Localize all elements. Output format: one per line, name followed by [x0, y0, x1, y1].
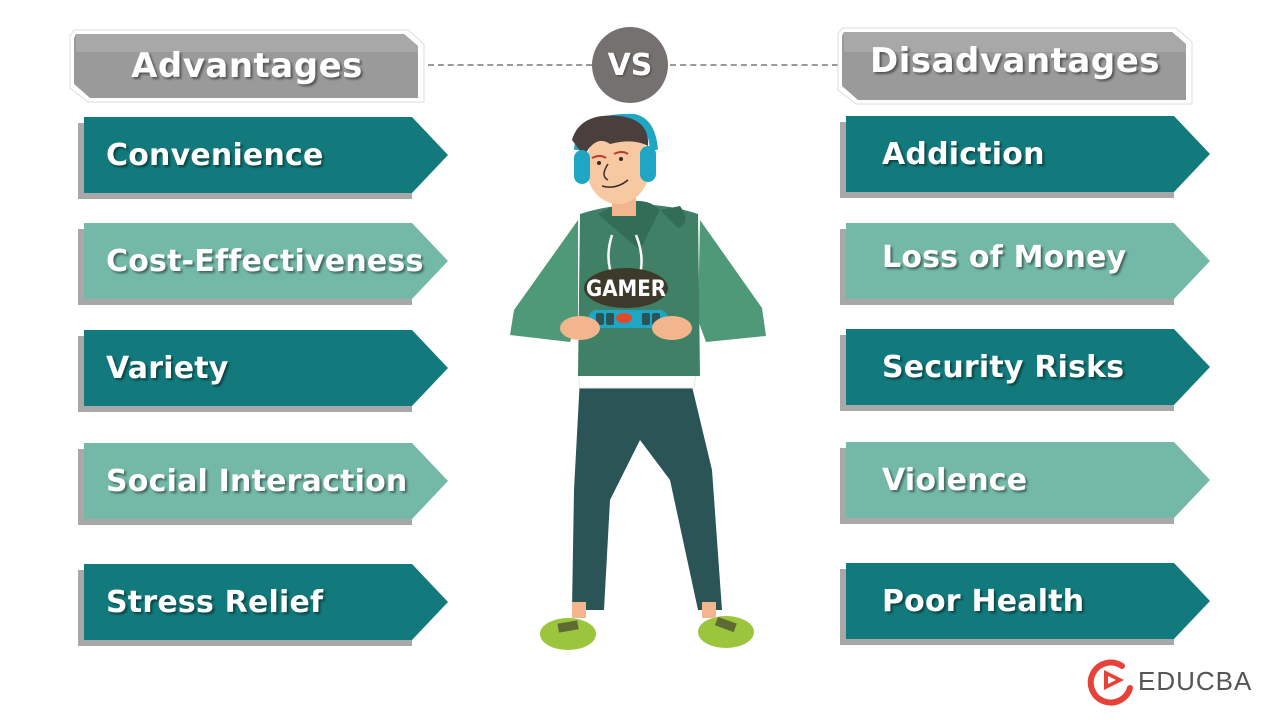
arrow-shape [78, 223, 448, 305]
disadvantage-label: Poor Health [882, 583, 1085, 619]
arrow-shape [78, 564, 448, 646]
disadvantage-label: Addiction [882, 136, 1045, 172]
educba-logo-icon [1087, 659, 1133, 706]
advantage-label: Cost-Effectiveness [106, 243, 424, 279]
advantage-label: Convenience [106, 137, 324, 173]
arrow-shape [840, 329, 1210, 411]
arrow-shape [78, 117, 448, 199]
advantage-item-convenience: Convenience [78, 117, 448, 199]
disadvantage-item-addiction: Addiction [840, 116, 1210, 198]
gamer-character-illustration: GAMER [500, 110, 780, 670]
arrow-shape [840, 116, 1210, 198]
header-box-shape [837, 27, 1193, 105]
advantage-item-stress-relief: Stress Relief [78, 564, 448, 646]
shirt-text: GAMER [586, 277, 666, 302]
divider-dashed-left [428, 64, 592, 66]
gamer-figure-svg: GAMER [510, 113, 766, 650]
disadvantage-label: Loss of Money [882, 239, 1127, 275]
advantage-item-social-interaction: Social Interaction [78, 443, 448, 525]
advantage-item-cost-effectiveness: Cost-Effectiveness [78, 223, 448, 305]
header-box-shape [69, 29, 425, 103]
vs-label: VS [607, 47, 653, 83]
advantage-label: Variety [106, 350, 229, 386]
disadvantages-title: Disadvantages [869, 41, 1161, 81]
advantage-label: Social Interaction [106, 463, 408, 499]
arrow-shape [840, 563, 1210, 645]
vs-badge: VS [592, 27, 668, 103]
divider-dashed-right [670, 64, 838, 66]
advantage-item-variety: Variety [78, 330, 448, 412]
disadvantage-item-loss-of-money: Loss of Money [840, 223, 1210, 305]
disadvantage-label: Security Risks [882, 349, 1125, 385]
advantages-title: Advantages [131, 46, 363, 86]
disadvantage-label: Violence [882, 462, 1028, 498]
disadvantage-item-poor-health: Poor Health [840, 563, 1210, 645]
disadvantage-item-violence: Violence [840, 442, 1210, 524]
educba-logo: EDUCBA [1086, 656, 1266, 706]
arrow-shape [78, 443, 448, 525]
disadvantage-item-security-risks: Security Risks [840, 329, 1210, 411]
disadvantages-header: Disadvantages [836, 26, 1194, 105]
arrow-shape [840, 442, 1210, 524]
advantage-label: Stress Relief [106, 584, 324, 620]
brand-name: EDUCBA [1138, 666, 1253, 696]
arrow-shape [78, 330, 448, 412]
advantages-header: Advantages [68, 28, 426, 104]
arrow-shape [840, 223, 1210, 305]
